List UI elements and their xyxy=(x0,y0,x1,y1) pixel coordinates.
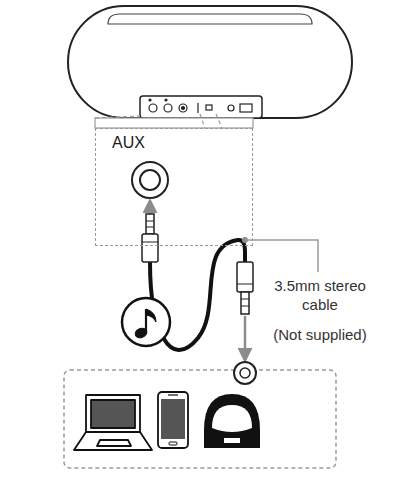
speaker-body xyxy=(68,6,352,118)
aux-area-box: AUX xyxy=(95,128,253,246)
music-note-symbol xyxy=(134,309,156,339)
laptop xyxy=(74,395,152,450)
cable-label: (Not supplied) xyxy=(262,325,378,344)
music-player xyxy=(204,394,260,448)
leader-line xyxy=(245,240,318,272)
right-plug xyxy=(237,262,253,360)
port-label: AUX xyxy=(112,133,145,153)
guide-lines xyxy=(95,114,222,128)
music-note-circle xyxy=(122,298,170,346)
device-jack xyxy=(234,362,256,384)
speaker-top-strip xyxy=(108,14,312,24)
device-jack-hole xyxy=(240,368,250,378)
panel-extension xyxy=(95,118,253,128)
panel-ports xyxy=(149,99,252,113)
left-plug xyxy=(142,201,158,262)
aux-jack xyxy=(132,162,168,198)
rear-panel xyxy=(140,96,262,118)
aux-jack-hole xyxy=(140,170,160,190)
phone xyxy=(158,392,188,448)
cable-label: 3.5mm stereo cable xyxy=(268,276,372,314)
device-box xyxy=(64,370,336,468)
